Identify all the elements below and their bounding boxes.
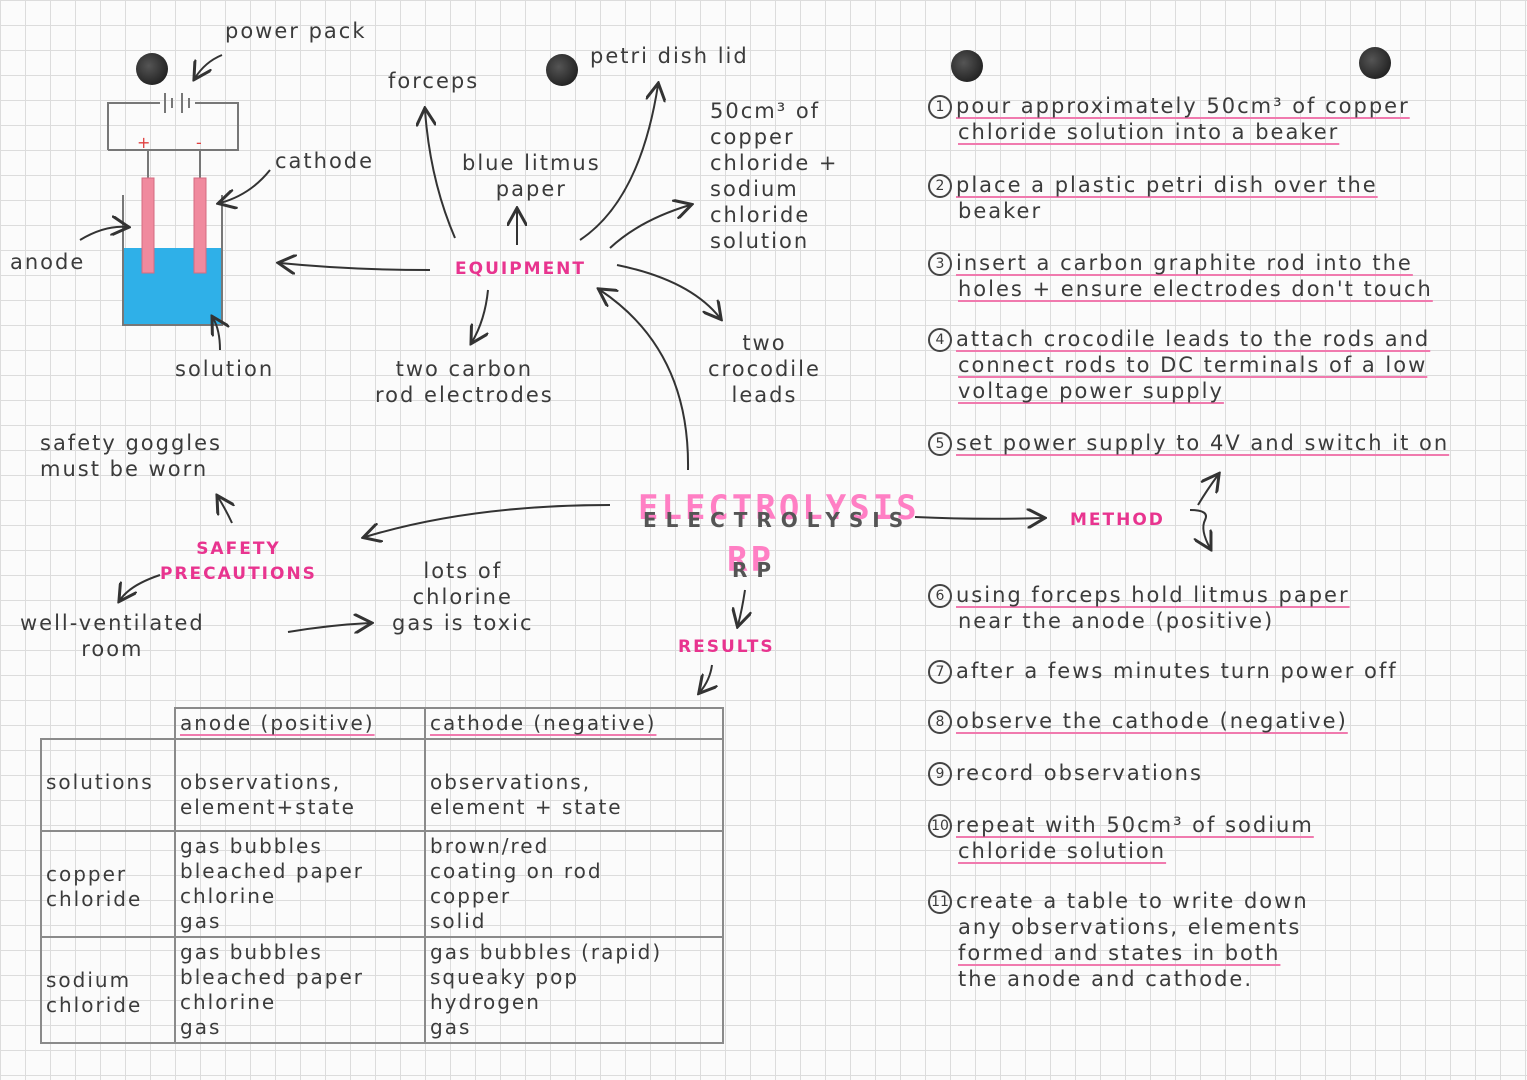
table-header: anode (positive) [174,707,426,740]
power-pack-label: power pack [225,19,367,43]
punch-hole [546,54,578,86]
method-heading: METHOD [1070,510,1165,530]
page-title-underlay: ELECTROLYSIS [643,508,913,532]
table-cell: observations,element + state [424,738,724,832]
cathode-label: cathode [275,149,375,173]
anode-electrode [141,177,155,274]
table-header-row: anode (positive) cathode (negative) [41,707,724,740]
equipment-heading: EQUIPMENT [455,259,587,279]
table-corner [41,708,176,740]
row-label: copper chloride [40,830,176,938]
table-row: solutions observations,element+state obs… [40,738,724,832]
page-title: ELECTROLYSIS [638,488,920,528]
anode-label: anode [10,250,86,274]
page-subtitle-underlay: RP [732,558,781,582]
page-subtitle: RP [727,540,774,580]
row-label: solutions [40,738,176,832]
cathode-electrode [193,177,207,274]
table-cell: observations,element+state [174,738,426,832]
results-heading: RESULTS [678,637,775,657]
solution-label: solution [175,357,275,381]
results-table: anode (positive) cathode (negative) solu… [40,707,724,1044]
circuit-diagram [107,93,239,326]
punch-hole [136,53,168,85]
plus-sign: + [137,133,153,152]
punch-hole [951,50,983,82]
petri-dish-label: petri dish lid [590,44,749,68]
row-label: sodium chloride [40,936,176,1044]
punch-hole [1359,47,1391,79]
table-header: cathode (negative) [424,707,724,740]
minus-sign: - [196,133,204,152]
forceps-label: forceps [388,69,480,93]
